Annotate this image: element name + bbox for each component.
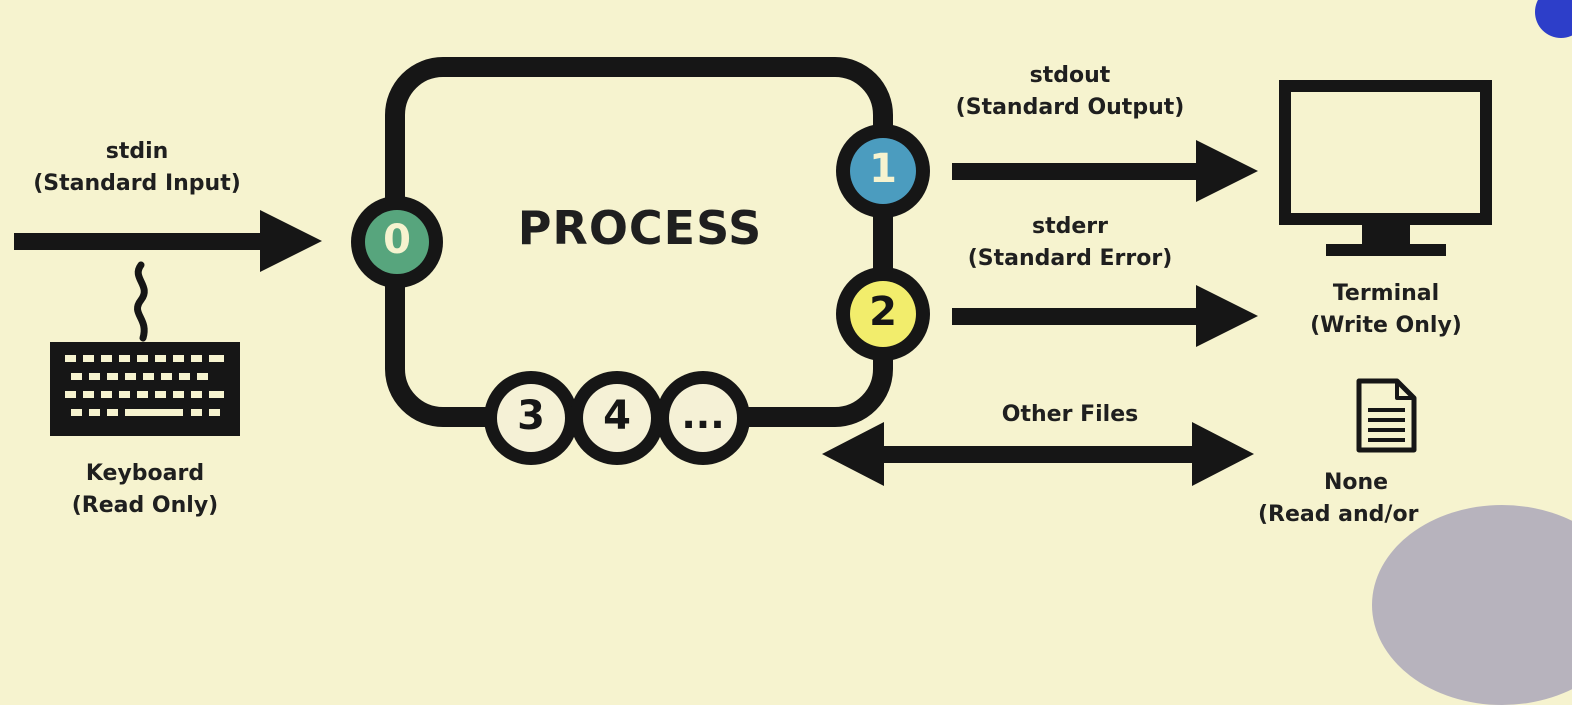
fd4-number: 4 xyxy=(603,393,631,439)
stdin-name: stdin xyxy=(105,139,169,164)
stdout-arrow xyxy=(952,140,1258,202)
keyboard-label: Keyboard (Read Only) xyxy=(30,463,260,517)
other-files-label: Other Files xyxy=(1001,402,1139,427)
fd1-number: 1 xyxy=(869,146,897,192)
none-label: None (Read and/or xyxy=(1256,472,1456,526)
stderr-desc: (Standard Error) xyxy=(967,246,1173,271)
stdin-desc: (Standard Input) xyxy=(33,171,241,196)
document-icon xyxy=(1356,378,1417,453)
stdout-name: stdout xyxy=(1029,63,1111,88)
terminal-label: Terminal (Write Only) xyxy=(1276,283,1496,337)
keyboard-icon xyxy=(50,261,240,436)
fd2-number: 2 xyxy=(869,289,897,335)
keyboard-mode: (Read Only) xyxy=(71,493,219,518)
terminal-name: Terminal xyxy=(1332,281,1440,306)
keyboard-name: Keyboard xyxy=(85,461,205,486)
fd3-number: 3 xyxy=(517,393,545,439)
stdout-desc: (Standard Output) xyxy=(955,95,1185,120)
stderr-arrow xyxy=(952,285,1258,347)
stdin-arrow xyxy=(14,210,322,272)
stdout-label: stdout (Standard Output) xyxy=(940,65,1200,119)
none-name: None xyxy=(1323,472,1389,495)
stderr-name: stderr xyxy=(1032,214,1108,239)
fd0-number: 0 xyxy=(383,217,411,263)
fd-more-number: ... xyxy=(681,393,725,437)
terminal-mode: (Write Only) xyxy=(1310,313,1462,338)
diagram-graphics xyxy=(14,57,1492,486)
none-mode: (Read and/or xyxy=(1258,502,1419,526)
io-streams-diagram: 0 1 2 3 4 ... PROCESS stdin (Standard In… xyxy=(12,0,1572,705)
monitor-icon xyxy=(1279,80,1492,256)
other-files-arrow xyxy=(822,422,1254,486)
process-title: PROCESS xyxy=(517,201,763,255)
stderr-label: stderr (Standard Error) xyxy=(940,216,1200,270)
stdin-label: stdin (Standard Input) xyxy=(12,141,262,195)
